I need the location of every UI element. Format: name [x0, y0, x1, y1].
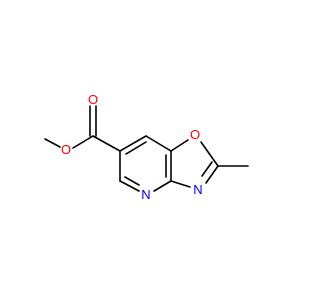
- atom-labels: O O O N N: [61, 92, 203, 202]
- bond-c7a-o1: [170, 139, 189, 152]
- bond-ester-o-carbonyl-c: [72, 135, 94, 149]
- bond-carbonyl-c-ring: [92, 135, 121, 152]
- atom-o-ring: O: [190, 127, 200, 142]
- atom-o-ester: O: [61, 142, 71, 157]
- bond-c2-n3-inner: [201, 161, 213, 177]
- bond-c6-c7: [119, 135, 147, 152]
- bond-n4-c5-inner: [124, 176, 140, 186]
- bond-c3a-n4: [153, 180, 172, 192]
- bond-c6-c7-inner: [125, 141, 147, 155]
- bond-c2-n3: [205, 165, 219, 184]
- bond-methyl-ester-o: [44, 138, 61, 148]
- atom-n-oxazole: N: [193, 182, 202, 197]
- bond-n3-c3a: [170, 180, 191, 188]
- bonds: [44, 105, 249, 192]
- bond-o1-c2: [200, 141, 219, 167]
- bond-c7-c7a: [145, 135, 172, 152]
- atom-n-pyridine: N: [141, 187, 150, 202]
- atom-o-carbonyl: O: [88, 92, 98, 107]
- bond-n4-c5: [119, 180, 140, 192]
- molecule-structure: O O O N N: [44, 92, 249, 202]
